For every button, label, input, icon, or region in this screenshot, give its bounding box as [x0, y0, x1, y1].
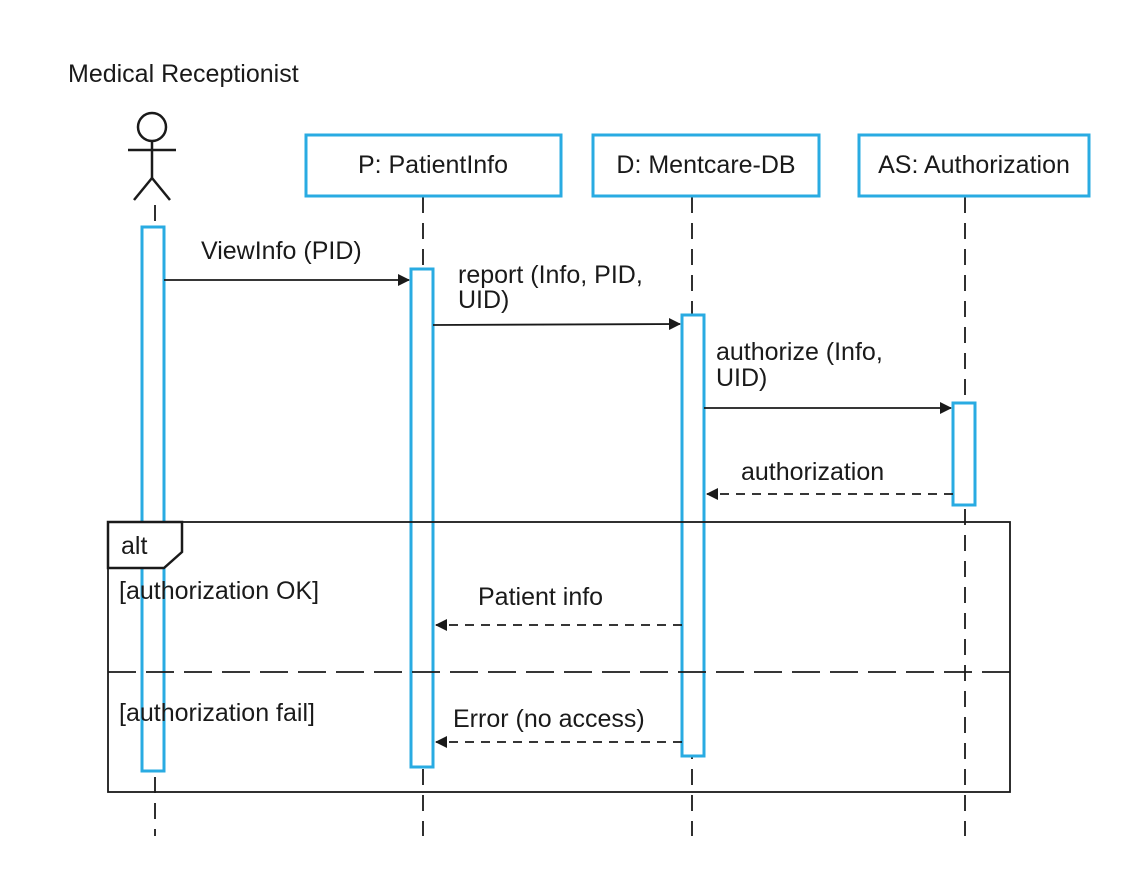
message-arrow-report	[432, 318, 681, 331]
guard-authorization-fail: [authorization fail]	[119, 699, 315, 727]
activation-bar-authorization	[951, 401, 977, 507]
lifeline-label-authorization: AS: Authorization	[878, 151, 1070, 179]
activation-bar-mentcare-db	[680, 313, 706, 758]
activation-bar-actor	[140, 225, 166, 773]
message-label-report-line1: report (Info, PID,	[458, 261, 643, 289]
lifeline-box-mentcare-db	[591, 133, 821, 198]
return-label-error: Error (no access)	[453, 705, 645, 733]
lifeline-label-patientinfo: P: PatientInfo	[358, 151, 508, 179]
activation-bar-patientinfo	[409, 267, 435, 769]
message-label-report-line2: UID)	[458, 286, 509, 314]
message-label-authorize-line2: UID)	[716, 364, 767, 392]
alt-operator-tab	[106, 520, 184, 570]
lifeline-box-authorization	[857, 133, 1091, 198]
message-label-viewinfo: ViewInfo (PID)	[201, 237, 362, 265]
lifeline-label-mentcare-db: D: Mentcare-DB	[616, 151, 795, 179]
actor-stick-figure-icon	[128, 111, 176, 201]
return-label-patient-info: Patient info	[478, 583, 603, 611]
alt-fragment-frame	[107, 521, 1011, 793]
actor-title: Medical Receptionist	[68, 60, 299, 88]
message-label-authorize-line1: authorize (Info,	[716, 338, 883, 366]
alt-operator-label: alt	[121, 532, 147, 560]
lifeline-box-patientinfo	[304, 133, 563, 198]
guard-authorization-ok: [authorization OK]	[119, 577, 319, 605]
return-label-authorization: authorization	[741, 458, 884, 486]
